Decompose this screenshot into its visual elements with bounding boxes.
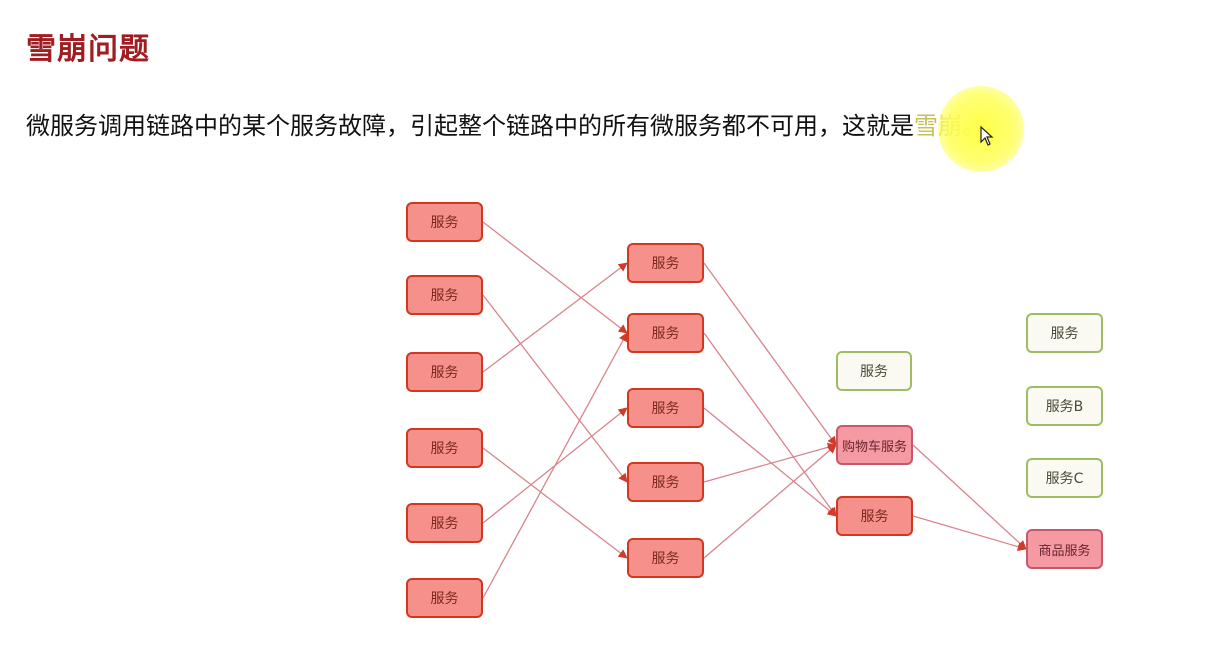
edge-c2-4-to-c3-2: [703, 442, 837, 483]
service-node-c1-6: 服务: [406, 578, 483, 618]
edge-c2-5-to-c3-2: [703, 444, 837, 559]
edge-c2-2-to-c3-3: [703, 332, 837, 517]
edge-c1-1-to-c2-2: [482, 221, 628, 334]
service-node-c1-4: 服务: [406, 428, 483, 468]
edge-c3-2-to-c4-4: [912, 444, 1027, 550]
edge-c1-6-to-c2-2: [482, 332, 628, 599]
service-node-c4-1: 服务: [1026, 313, 1103, 353]
edge-c1-2-to-c2-4: [482, 294, 628, 483]
edge-c2-1-to-c3-2: [703, 262, 837, 446]
description-main: 微服务调用链路中的某个服务故障，引起整个链路中的所有微服务都不可用，这就是: [26, 112, 914, 140]
service-node-c1-3: 服务: [406, 352, 483, 392]
service-node-c4-4: 商品服务: [1026, 529, 1103, 569]
edge-c2-3-to-c3-3: [703, 407, 837, 517]
service-node-c1-5: 服务: [406, 503, 483, 543]
service-node-c2-4: 服务: [627, 462, 704, 502]
edges-layer: [482, 221, 1027, 599]
mouse-cursor-icon: [980, 126, 994, 146]
edge-c1-4-to-c2-5: [482, 447, 628, 559]
service-node-c2-1: 服务: [627, 243, 704, 283]
description-text: 微服务调用链路中的某个服务故障，引起整个链路中的所有微服务都不可用，这就是雪崩。: [26, 106, 986, 141]
service-node-c3-1: 服务: [836, 351, 912, 391]
service-node-c2-2: 服务: [627, 313, 704, 353]
service-node-c2-3: 服务: [627, 388, 704, 428]
service-node-c1-1: 服务: [406, 202, 483, 242]
service-node-c4-2: 服务B: [1026, 386, 1103, 426]
service-node-c2-5: 服务: [627, 538, 704, 578]
service-node-c3-3: 服务: [836, 496, 913, 536]
page-title: 雪崩问题: [26, 32, 150, 67]
service-node-c3-2: 购物车服务: [836, 425, 913, 465]
edge-c1-3-to-c2-1: [482, 262, 628, 373]
edge-c3-3-to-c4-4: [912, 515, 1027, 552]
service-node-c1-2: 服务: [406, 275, 483, 315]
service-node-c4-3: 服务C: [1026, 458, 1103, 498]
